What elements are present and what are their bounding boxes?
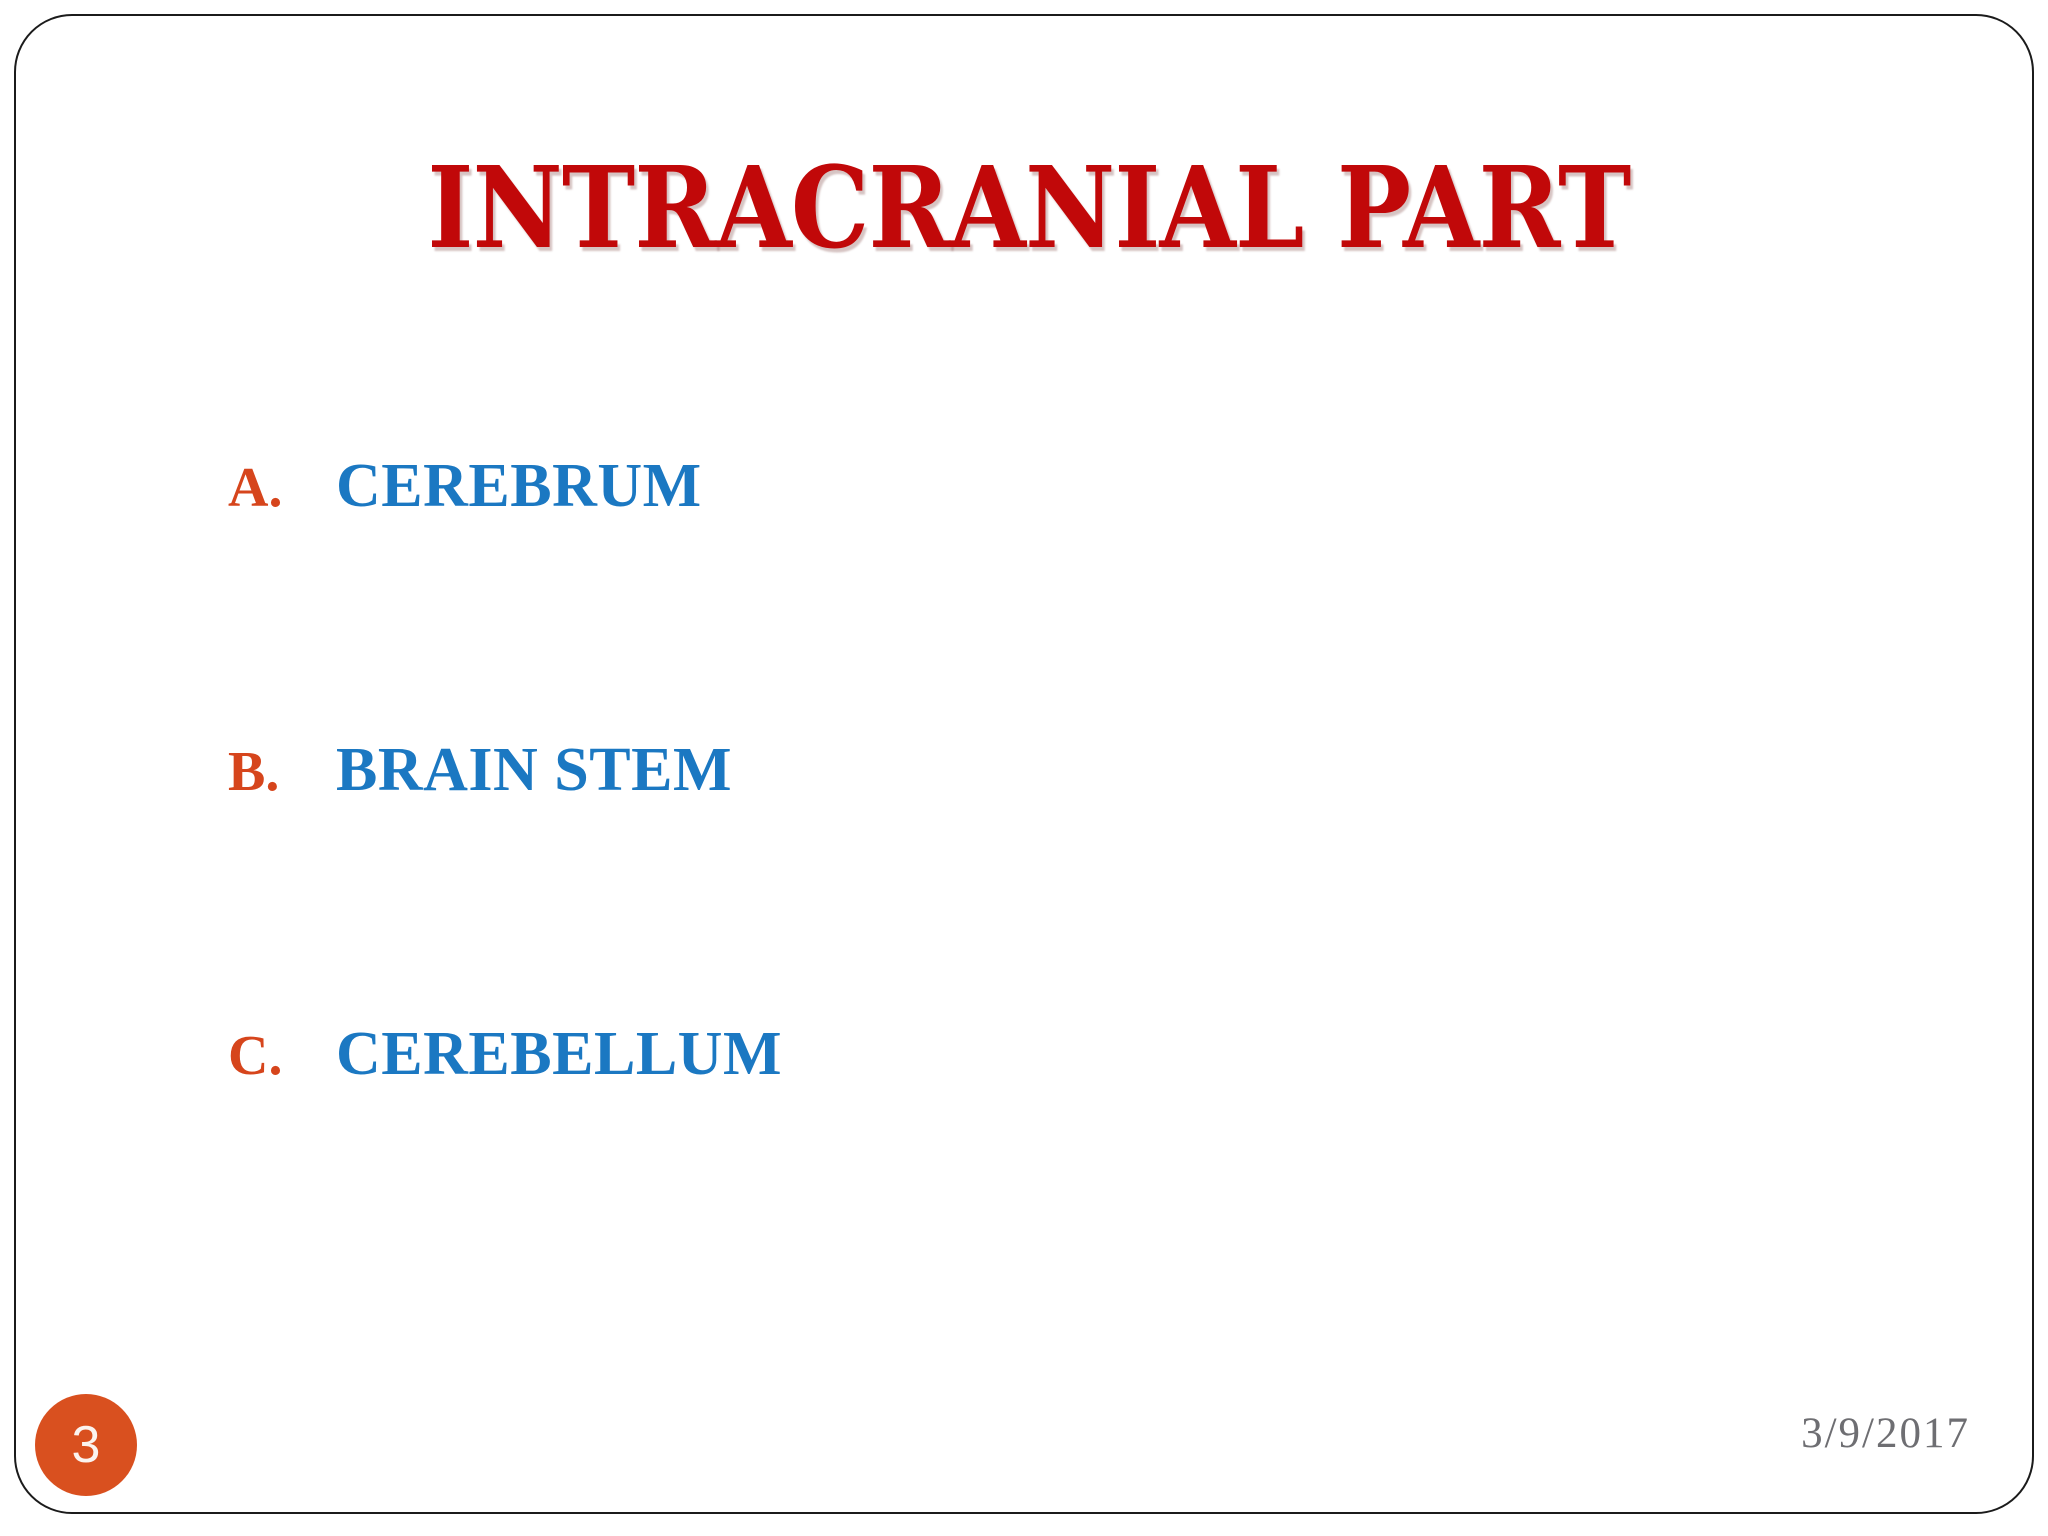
list-item: A. CEREBRUM (228, 455, 1628, 739)
list-item-label: CEREBELLUM (336, 1020, 782, 1088)
footer-date: 3/9/2017 (1801, 1410, 1970, 1457)
content-list: A. CEREBRUM B. BRAIN STEM C. CEREBELLUM (228, 455, 1628, 1307)
page-number-text: 3 (71, 1416, 101, 1474)
page-number-badge: 3 (35, 1394, 137, 1496)
list-item: B. BRAIN STEM (228, 739, 1628, 1023)
list-item-marker: B. (228, 741, 280, 803)
list-item-marker: A. (228, 457, 283, 519)
slide-title: INTRACRANIAL PART (427, 143, 1631, 274)
list-item-label: CEREBRUM (336, 452, 702, 520)
list-item-marker: C. (228, 1025, 283, 1087)
list-item-label: BRAIN STEM (336, 736, 733, 804)
list-item: C. CEREBELLUM (228, 1023, 1628, 1307)
